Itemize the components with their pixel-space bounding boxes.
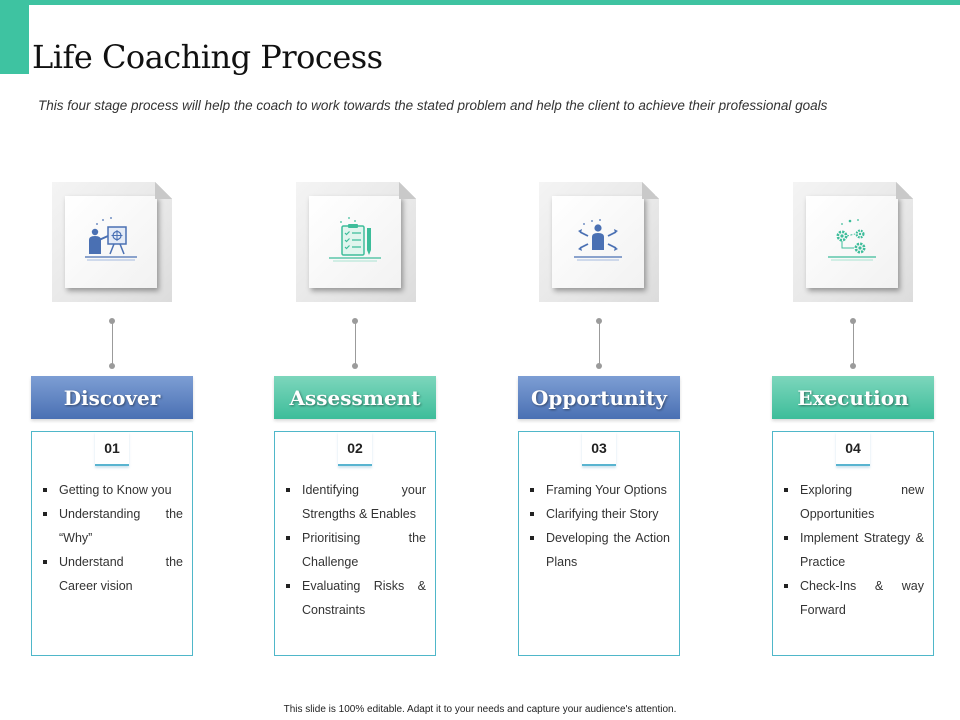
- list-item: Evaluating Risks & Constraints: [284, 574, 426, 622]
- icon-tile: [52, 182, 172, 302]
- stage-content-box: [31, 431, 193, 656]
- stage-header: Discover: [31, 376, 193, 419]
- clipboard-checklist-icon: [329, 217, 381, 262]
- list-item: Developing the Action Plans: [528, 526, 670, 574]
- list-item: Check-Ins & way Forward: [782, 574, 924, 622]
- stage-content-box: [772, 431, 934, 656]
- bullet-list: Exploring new Opportunities Implement St…: [782, 478, 924, 622]
- list-item: Understand the Career vision: [41, 550, 183, 598]
- connector: [849, 318, 857, 370]
- step-number-badge: 03: [582, 432, 616, 466]
- connector: [595, 318, 603, 370]
- stage-content-box: [274, 431, 436, 656]
- icon-card: [806, 196, 898, 288]
- stage-discover: Discover 01 Getting to Know you Understa…: [31, 0, 193, 720]
- list-item: Identifying your Strengths & Enables: [284, 478, 426, 526]
- stage-header: Assessment: [274, 376, 436, 419]
- step-number-badge: 02: [338, 432, 372, 466]
- stage-execution: Execution 04 Exploring new Opportunities…: [772, 0, 934, 720]
- bullet-list: Framing Your Options Clarifying their St…: [528, 478, 670, 574]
- stage-header: Opportunity: [518, 376, 680, 419]
- connector: [108, 318, 116, 370]
- stage-header: Execution: [772, 376, 934, 419]
- list-item: Clarifying their Story: [528, 502, 670, 526]
- page-subtitle: This four stage process will help the co…: [38, 98, 828, 113]
- stage-assessment: Assessment 02 Identifying your Strengths…: [274, 0, 436, 720]
- title-accent-block: [0, 0, 29, 74]
- list-item: Getting to Know you: [41, 478, 183, 502]
- list-item: Exploring new Opportunities: [782, 478, 924, 526]
- stage-content-box: [518, 431, 680, 656]
- footer-note: This slide is 100% editable. Adapt it to…: [283, 704, 677, 715]
- step-number-badge: 04: [836, 432, 870, 466]
- icon-tile: [793, 182, 913, 302]
- icon-card: [309, 196, 401, 288]
- icon-tile: [296, 182, 416, 302]
- icon-card: [65, 196, 157, 288]
- icon-card: [552, 196, 644, 288]
- person-arrows-icon: [574, 219, 622, 261]
- connector: [351, 318, 359, 370]
- list-item: Implement Strategy & Practice: [782, 526, 924, 574]
- gears-icon: [828, 219, 876, 261]
- page-title: Life Coaching Process: [32, 38, 383, 76]
- top-accent-bar: [0, 0, 960, 5]
- step-number-badge: 01: [95, 432, 129, 466]
- list-item: Understanding the “Why”: [41, 502, 183, 550]
- list-item: Framing Your Options: [528, 478, 670, 502]
- bullet-list: Getting to Know you Understanding the “W…: [41, 478, 183, 598]
- bullet-list: Identifying your Strengths & Enables Pri…: [284, 478, 426, 622]
- stage-opportunity: Opportunity 03 Framing Your Options Clar…: [518, 0, 680, 720]
- presentation-board-icon: [85, 217, 137, 261]
- icon-tile: [539, 182, 659, 302]
- list-item: Prioritising the Challenge: [284, 526, 426, 574]
